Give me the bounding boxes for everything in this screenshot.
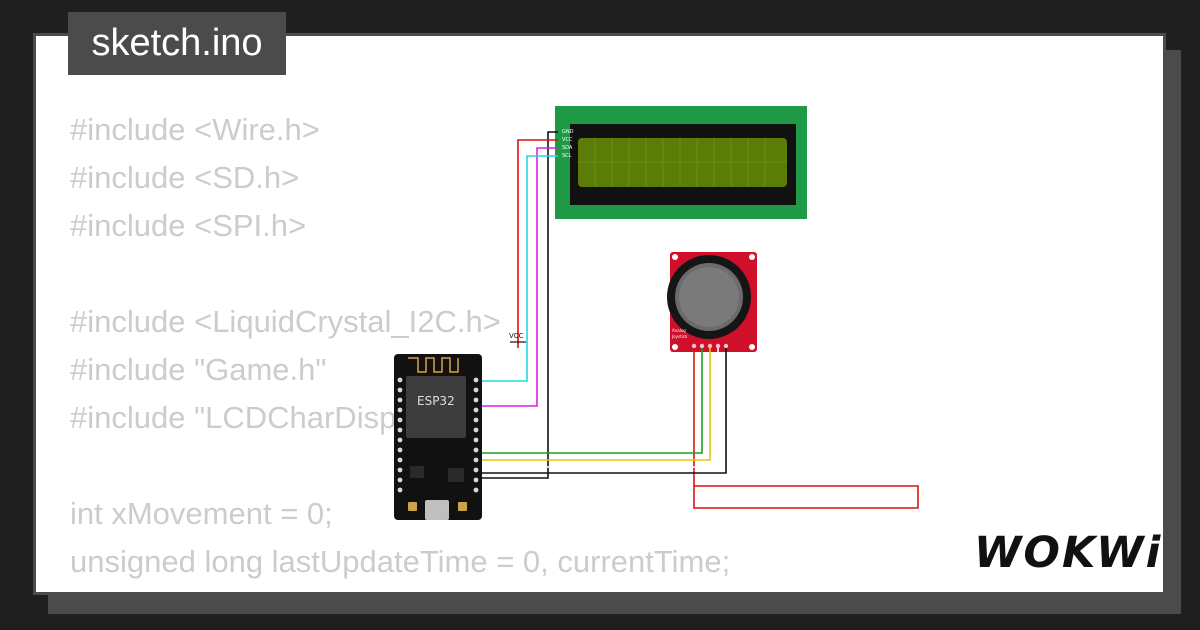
lcd-pin-vcc: VCC — [562, 137, 573, 143]
esp32-board[interactable]: ESP32 — [394, 354, 482, 520]
code-line: int xMovement = 0; — [70, 496, 333, 531]
lcd-pin-scl: SCL — [562, 153, 572, 159]
code-line: #include <LiquidCrystal_I2C.h> — [70, 304, 501, 339]
code-line: #include "Game.h" — [70, 352, 327, 387]
file-tab[interactable]: sketch.ino — [68, 12, 286, 75]
lcd-display[interactable]: GND VCC SDA SCL — [555, 106, 807, 219]
joystick-wires — [478, 348, 919, 509]
lcd-pin-gnd: GND — [562, 129, 574, 135]
code-line: #include <Wire.h> — [70, 112, 320, 147]
lcd-wires — [478, 131, 558, 479]
code-preview: #include <Wire.h> #include <SD.h> #include… — [70, 106, 730, 586]
vcc-label: VCC — [509, 332, 524, 340]
joystick-label-1: Analog — [672, 328, 686, 333]
joystick-module[interactable]: Analog Joystick — [667, 252, 757, 352]
code-line: #include <SD.h> — [70, 160, 300, 195]
esp32-label: ESP32 — [417, 394, 455, 408]
wokwi-logo: WOKWi — [974, 528, 1163, 578]
joystick-label-2: Joystick — [671, 334, 688, 339]
lcd-pin-sda: SDA — [562, 145, 573, 151]
vcc-symbol: VCC — [509, 332, 526, 348]
code-line: #include <SPI.h> — [70, 208, 307, 243]
code-line: unsigned long lastUpdateTime = 0, curren… — [70, 544, 731, 579]
